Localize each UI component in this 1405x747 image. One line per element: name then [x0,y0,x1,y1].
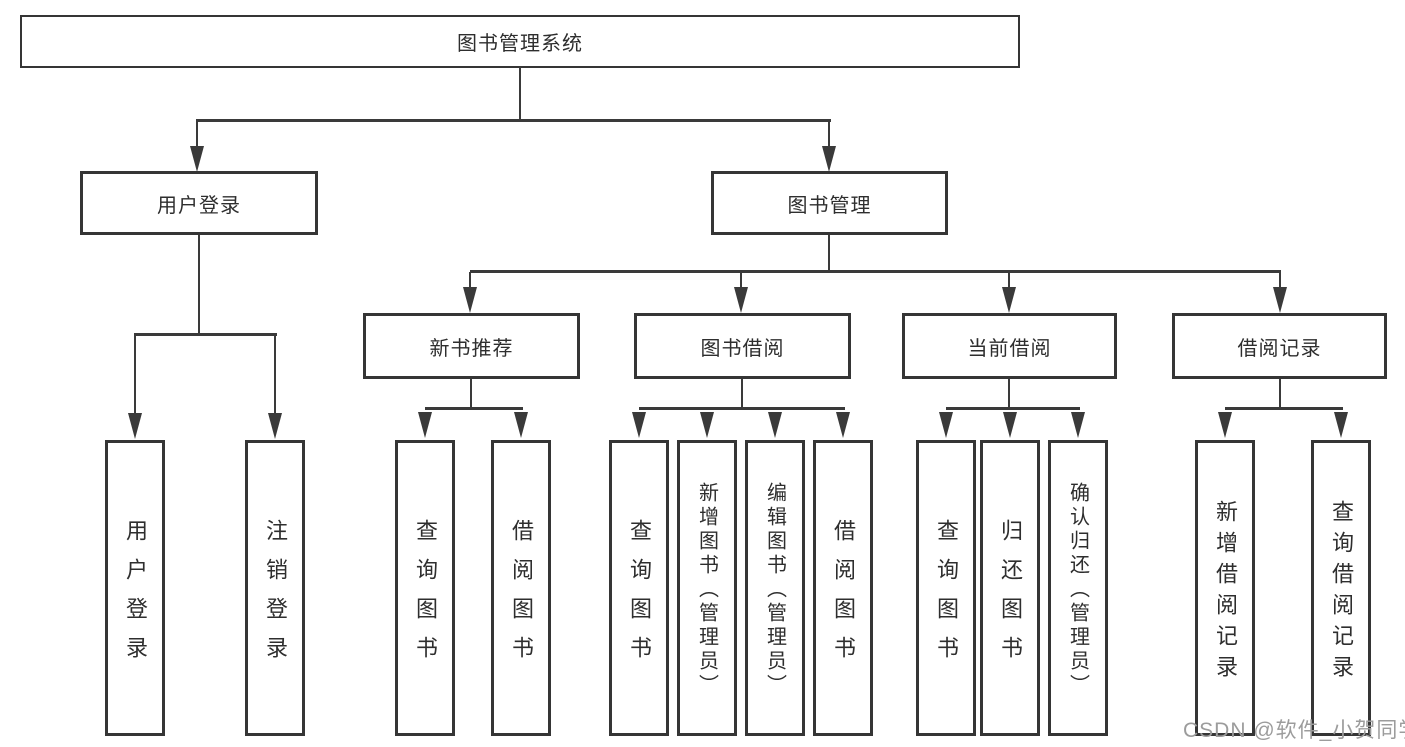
arrowhead-bookborrow-c [768,412,782,438]
leaf-bookborrow-borrow-books: 借阅图书 [813,440,873,736]
connector-bookborrow-bar [639,407,845,410]
node-book-borrow-label: 图书借阅 [700,337,785,360]
leaf-user-login: 用户登录 [105,440,165,736]
connector-bookmgmt-bar [470,270,1281,273]
leaf-currentborrow-query-books: 查询图书 [916,440,976,736]
arrowhead-book-borrow [734,287,748,313]
leaf-newbookrec-borrow-books-label: 借阅图书 [509,518,534,675]
connector-userlogin-stem-b [274,335,276,414]
leaf-bookborrow-query-books-label: 查询图书 [627,518,652,675]
connector-bookborrow-stem [741,379,743,409]
leaf-bookborrow-add-books-admin-label: 新增图书（管理员） [695,482,718,698]
arrowhead-user-login [190,146,204,172]
node-root-label: 图书管理系统 [457,33,583,55]
connector-userlogin-bar [134,333,277,336]
node-new-book-rec-label: 新书推荐 [429,337,514,360]
leaf-borrowrecord-query-record: 查询借阅记录 [1311,440,1371,736]
leaf-currentborrow-return-books: 归还图书 [980,440,1040,736]
arrowhead-bookborrow-d [836,412,850,438]
node-borrow-record-label: 借阅记录 [1237,337,1322,360]
csdn-watermark: CSDN @软件_小贺同学 [1183,719,1405,742]
connector-newbookrec-bar [425,407,523,410]
connector-root-bar [196,119,831,122]
node-current-borrow-label: 当前借阅 [967,337,1052,360]
arrowhead-userlogin-b [268,413,282,439]
leaf-borrowrecord-query-record-label: 查询借阅记录 [1329,499,1354,686]
arrowhead-bookborrow-a [632,412,646,438]
connector-root-stem [519,67,521,120]
leaf-bookborrow-add-books-admin: 新增图书（管理员） [677,440,737,736]
leaf-bookborrow-borrow-books-label: 借阅图书 [831,518,856,675]
leaf-bookborrow-query-books: 查询图书 [609,440,669,736]
connector-stem-book-mgmt [828,121,830,147]
leaf-logout: 注销登录 [245,440,305,736]
connector-currentborrow-stem [1008,379,1010,409]
arrowhead-userlogin-a [128,413,142,439]
leaf-bookborrow-edit-books-admin-label: 编辑图书（管理员） [763,482,786,698]
leaf-newbookrec-borrow-books: 借阅图书 [491,440,551,736]
arrowhead-newbookrec-a [418,412,432,438]
connector-borrowrecord-stem [1279,379,1281,409]
connector-userlogin-stem-a [134,335,136,414]
arrowhead-currentborrow-a [939,412,953,438]
leaf-borrowrecord-add-record: 新增借阅记录 [1195,440,1255,736]
connector-stem-borrow-record [1279,272,1281,287]
connector-currentborrow-bar [946,407,1080,410]
node-user-login-label: 用户登录 [157,194,241,217]
connector-stem-user-login [196,121,198,147]
leaf-borrowrecord-add-record-label: 新增借阅记录 [1213,499,1238,686]
arrowhead-book-mgmt [822,146,836,172]
connector-userlogin-stem [198,235,200,335]
arrowhead-borrowrecord-b [1334,412,1348,438]
connector-stem-new-book-rec [469,272,471,287]
leaf-user-login-label: 用户登录 [123,518,148,675]
connector-bookmgmt-stem [828,235,830,272]
leaf-newbookrec-query-books-label: 查询图书 [413,518,438,675]
node-user-login: 用户登录 [80,171,318,235]
node-current-borrow: 当前借阅 [902,313,1117,379]
arrowhead-currentborrow-b [1003,412,1017,438]
leaf-currentborrow-query-books-label: 查询图书 [934,518,959,675]
connector-newbookrec-stem [470,379,472,409]
arrowhead-bookborrow-b [700,412,714,438]
node-root: 图书管理系统 [20,15,1020,68]
arrowhead-newbookrec-b [514,412,528,438]
node-book-borrow: 图书借阅 [634,313,851,379]
arrowhead-new-book-rec [463,287,477,313]
node-book-mgmt-label: 图书管理 [787,194,872,217]
arrowhead-borrowrecord-a [1218,412,1232,438]
leaf-currentborrow-return-books-label: 归还图书 [998,518,1023,675]
arrowhead-currentborrow-c [1071,412,1085,438]
node-borrow-record: 借阅记录 [1172,313,1387,379]
leaf-currentborrow-confirm-return-admin-label: 确认归还（管理员） [1066,482,1089,698]
leaf-bookborrow-edit-books-admin: 编辑图书（管理员） [745,440,805,736]
connector-stem-book-borrow [740,272,742,287]
arrowhead-current-borrow [1002,287,1016,313]
node-book-mgmt: 图书管理 [711,171,948,235]
connector-borrowrecord-bar [1225,407,1343,410]
node-new-book-rec: 新书推荐 [363,313,580,379]
leaf-currentborrow-confirm-return-admin: 确认归还（管理员） [1048,440,1108,736]
connector-stem-current-borrow [1008,272,1010,287]
leaf-newbookrec-query-books: 查询图书 [395,440,455,736]
arrowhead-borrow-record [1273,287,1287,313]
leaf-logout-label: 注销登录 [263,518,288,675]
